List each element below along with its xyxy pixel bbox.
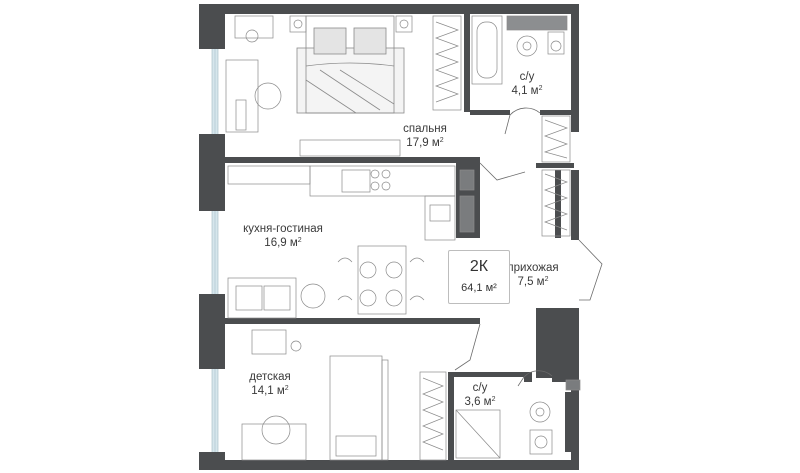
room-label-kids: детская 14,1 м2 [236, 371, 304, 399]
apartment-total-area: 64,1 м² [461, 282, 497, 294]
room-area: 3,6 м2 [464, 395, 496, 408]
nightstands [289, 15, 413, 33]
bath1-fixtures [506, 15, 568, 57]
room-name: спальня [403, 123, 447, 135]
kitchen-counter [227, 165, 475, 241]
desk-bedroom [225, 15, 401, 157]
double-bed [296, 15, 405, 114]
apartment-type: 2К [469, 258, 489, 275]
room-area: 7,5 м2 [517, 275, 549, 288]
wardrobe-bedroom [432, 15, 462, 111]
room-label-bath1: с/у 4,1 м2 [497, 71, 557, 99]
room-name: детская [249, 371, 291, 383]
exterior-walls [199, 4, 579, 470]
dining-table [337, 245, 425, 315]
room-label-hall: прихожая 7,5 м2 [498, 262, 568, 290]
room-label-bedroom: спальня 17,9 м2 [385, 123, 465, 151]
apartment-badge: 2К 64,1 м² [448, 250, 510, 304]
wardrobe-kids [419, 371, 447, 461]
room-name: прихожая [507, 262, 559, 274]
bathtub [471, 15, 503, 85]
room-name: с/у [472, 382, 488, 394]
room-area: 14,1 м2 [251, 384, 289, 397]
wardrobe-hall [541, 115, 571, 237]
room-area: 4,1 м2 [511, 84, 543, 97]
room-label-bath2: с/у 3,6 м2 [452, 382, 508, 410]
room-label-kitchen: кухня-гостиная 16,9 м2 [228, 223, 338, 251]
bath2-fixtures [455, 379, 581, 459]
room-area: 16,9 м2 [264, 236, 302, 249]
sofa [227, 277, 326, 319]
room-name: кухня-гостиная [243, 223, 323, 235]
doors [454, 107, 603, 387]
room-area: 17,9 м2 [406, 136, 444, 149]
kids-furniture [241, 329, 389, 461]
room-name: с/у [519, 71, 535, 83]
